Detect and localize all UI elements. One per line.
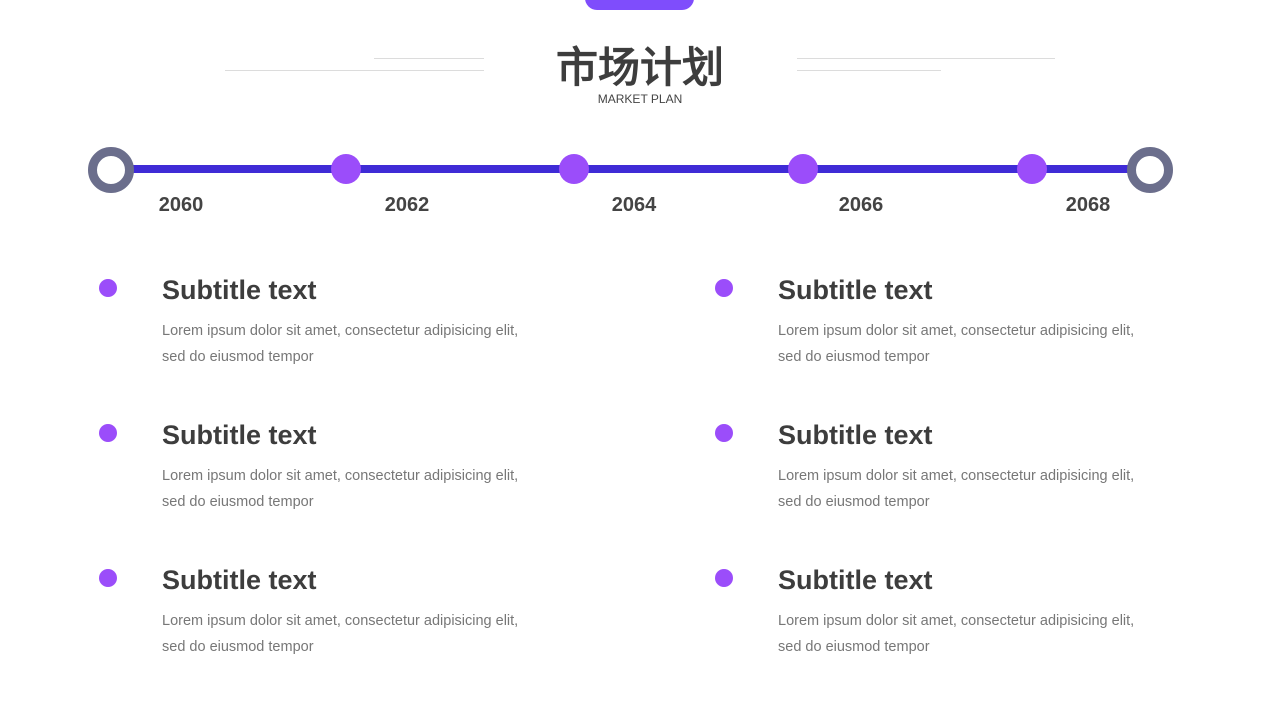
bullet-icon bbox=[99, 424, 117, 442]
item-title: Subtitle text bbox=[778, 420, 933, 450]
timeline-dot bbox=[1017, 154, 1047, 184]
timeline-year: 2066 bbox=[838, 194, 884, 216]
item-body: Lorem ipsum dolor sit amet, consectetur … bbox=[162, 323, 519, 365]
timeline-year: 2068 bbox=[1065, 194, 1111, 216]
bullet-icon bbox=[99, 279, 117, 297]
item-title: Subtitle text bbox=[778, 565, 933, 595]
bullet-icon bbox=[715, 569, 733, 587]
timeline-dot bbox=[331, 154, 361, 184]
bullet-icon bbox=[715, 424, 733, 442]
item-title: Subtitle text bbox=[778, 275, 933, 305]
bullet-icon bbox=[99, 569, 117, 587]
divider-line bbox=[797, 58, 1055, 59]
page-title: 市场计划 bbox=[555, 43, 724, 92]
item-title: Subtitle text bbox=[162, 420, 317, 450]
timeline-year: 2060 bbox=[158, 194, 204, 216]
timeline-dot bbox=[559, 154, 589, 184]
bullet-icon bbox=[715, 279, 733, 297]
item-body: Lorem ipsum dolor sit amet, consectetur … bbox=[162, 613, 519, 655]
item-body: Lorem ipsum dolor sit amet, consectetur … bbox=[778, 468, 1135, 510]
item-title: Subtitle text bbox=[162, 565, 317, 595]
timeline-year: 2064 bbox=[611, 194, 657, 216]
divider-line bbox=[797, 70, 941, 71]
timeline-dot bbox=[788, 154, 818, 184]
divider-line bbox=[374, 58, 484, 59]
item-title: Subtitle text bbox=[162, 275, 317, 305]
item-body: Lorem ipsum dolor sit amet, consectetur … bbox=[778, 323, 1135, 365]
timeline-start-ring bbox=[88, 147, 134, 193]
timeline-year: 2062 bbox=[384, 194, 430, 216]
divider-line bbox=[225, 70, 484, 71]
timeline-line bbox=[112, 165, 1150, 173]
page-subtitle: MARKET PLAN bbox=[597, 92, 683, 106]
timeline-end-ring bbox=[1127, 147, 1173, 193]
item-body: Lorem ipsum dolor sit amet, consectetur … bbox=[778, 613, 1135, 655]
top-tab-decoration bbox=[585, 0, 694, 10]
item-body: Lorem ipsum dolor sit amet, consectetur … bbox=[162, 468, 519, 510]
